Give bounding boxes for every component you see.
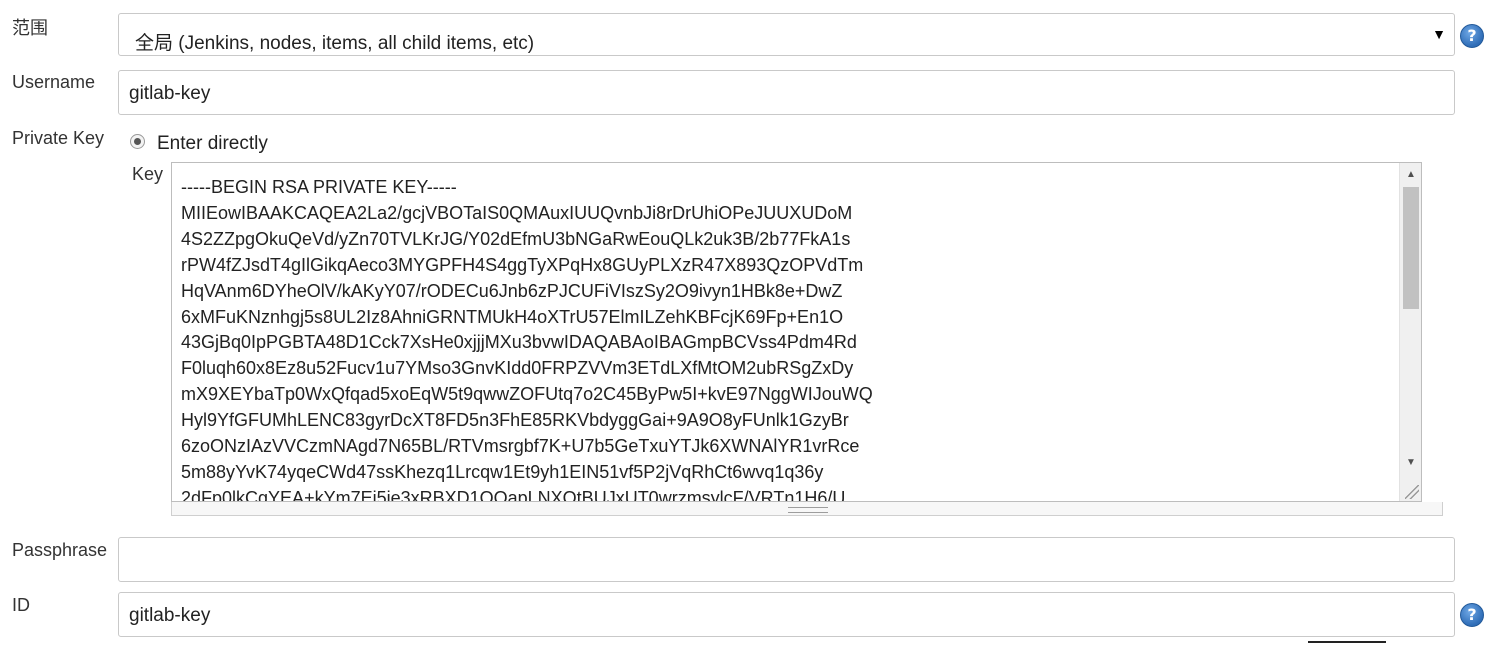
textarea-scrollbar[interactable]: ▲ ▼ [1399,163,1421,501]
key-label: Key [132,164,164,184]
scope-select[interactable]: 全局 (Jenkins, nodes, items, all child ite… [118,13,1455,56]
resize-grip-icon[interactable] [1405,485,1419,499]
scrollbar-thumb[interactable] [1403,187,1419,309]
textarea-resize-bar[interactable] [171,502,1443,516]
enter-directly-label[interactable]: Enter directly [157,133,268,154]
private-key-line: F0luqh60x8Ez8u52Fucv1u7YMso3GnvKIdd0FRPZ… [181,358,854,379]
private-key-line: 4S2ZZpgOkuQeVd/yZn70TVLKrJG/Y02dEfmU3bNG… [181,228,851,249]
private-key-line: 2dFp0lkCgYEA+kYm7Ei5ie3xRBXD1OOapLNXOtBU… [181,487,846,502]
username-value: gitlab-key [129,83,211,104]
id-label: ID [12,595,30,615]
username-label: Username [12,72,96,92]
private-key-line: 6zoONzIAzVVCzmNAgd7N65BL/RTVmsrgbf7K+U7b… [181,436,860,457]
private-key-line: mX9XEYbaTp0WxQfqad5xoEqW5t9qwwZOFUtq7o2C… [181,384,873,405]
enter-directly-radio[interactable] [130,134,145,149]
private-key-line: MIIEowIBAAKCAQEA2La2/gcjVBOTaIS0QMAuxIUU… [181,202,853,223]
passphrase-input[interactable] [118,537,1455,582]
private-key-text: -----BEGIN RSA PRIVATE KEY----- MIIEowIBA… [181,175,873,502]
username-input[interactable]: gitlab-key [118,70,1455,115]
scope-label: 范围 [12,18,48,38]
scope-selected-value: 全局 (Jenkins, nodes, items, all child ite… [135,33,535,54]
scope-help-icon[interactable]: ? [1460,24,1484,48]
partial-button-edge [1308,641,1386,645]
private-key-textarea[interactable]: -----BEGIN RSA PRIVATE KEY----- MIIEowIBA… [171,162,1422,502]
private-key-line: HqVAnm6DYheOlV/kAKyY07/rODECu6Jnb6zPJCUF… [181,280,843,301]
private-key-line: -----BEGIN RSA PRIVATE KEY----- [181,177,457,197]
chevron-down-icon[interactable]: ▼ [1432,26,1446,42]
private-key-line: 43GjBq0IpPGBTA48D1Cck7XsHe0xjjjMXu3bvwID… [181,332,857,353]
scroll-up-icon[interactable]: ▲ [1406,169,1416,180]
private-key-line: 5m88yYvK74yqeCWd47ssKhezq1Lrcqw1Et9yh1EI… [181,461,824,482]
passphrase-label: Passphrase [12,540,108,560]
scroll-down-icon[interactable]: ▼ [1406,457,1416,468]
drag-handle-icon[interactable] [788,507,828,513]
private-key-line: rPW4fZJsdT4gIlGikqAeco3MYGPFH4S4ggTyXPqH… [181,254,864,275]
id-help-icon[interactable]: ? [1460,603,1484,627]
private-key-line: Hyl9YfGFUMhLENC83gyrDcXT8FD5n3FhE85RKVbd… [181,410,849,431]
id-input[interactable]: gitlab-key [118,592,1455,637]
id-value: gitlab-key [129,605,211,626]
private-key-label: Private Key [12,128,105,148]
private-key-line: 6xMFuKNznhgj5s8UL2Iz8AhniGRNTMUkH4oXTrU5… [181,306,844,327]
